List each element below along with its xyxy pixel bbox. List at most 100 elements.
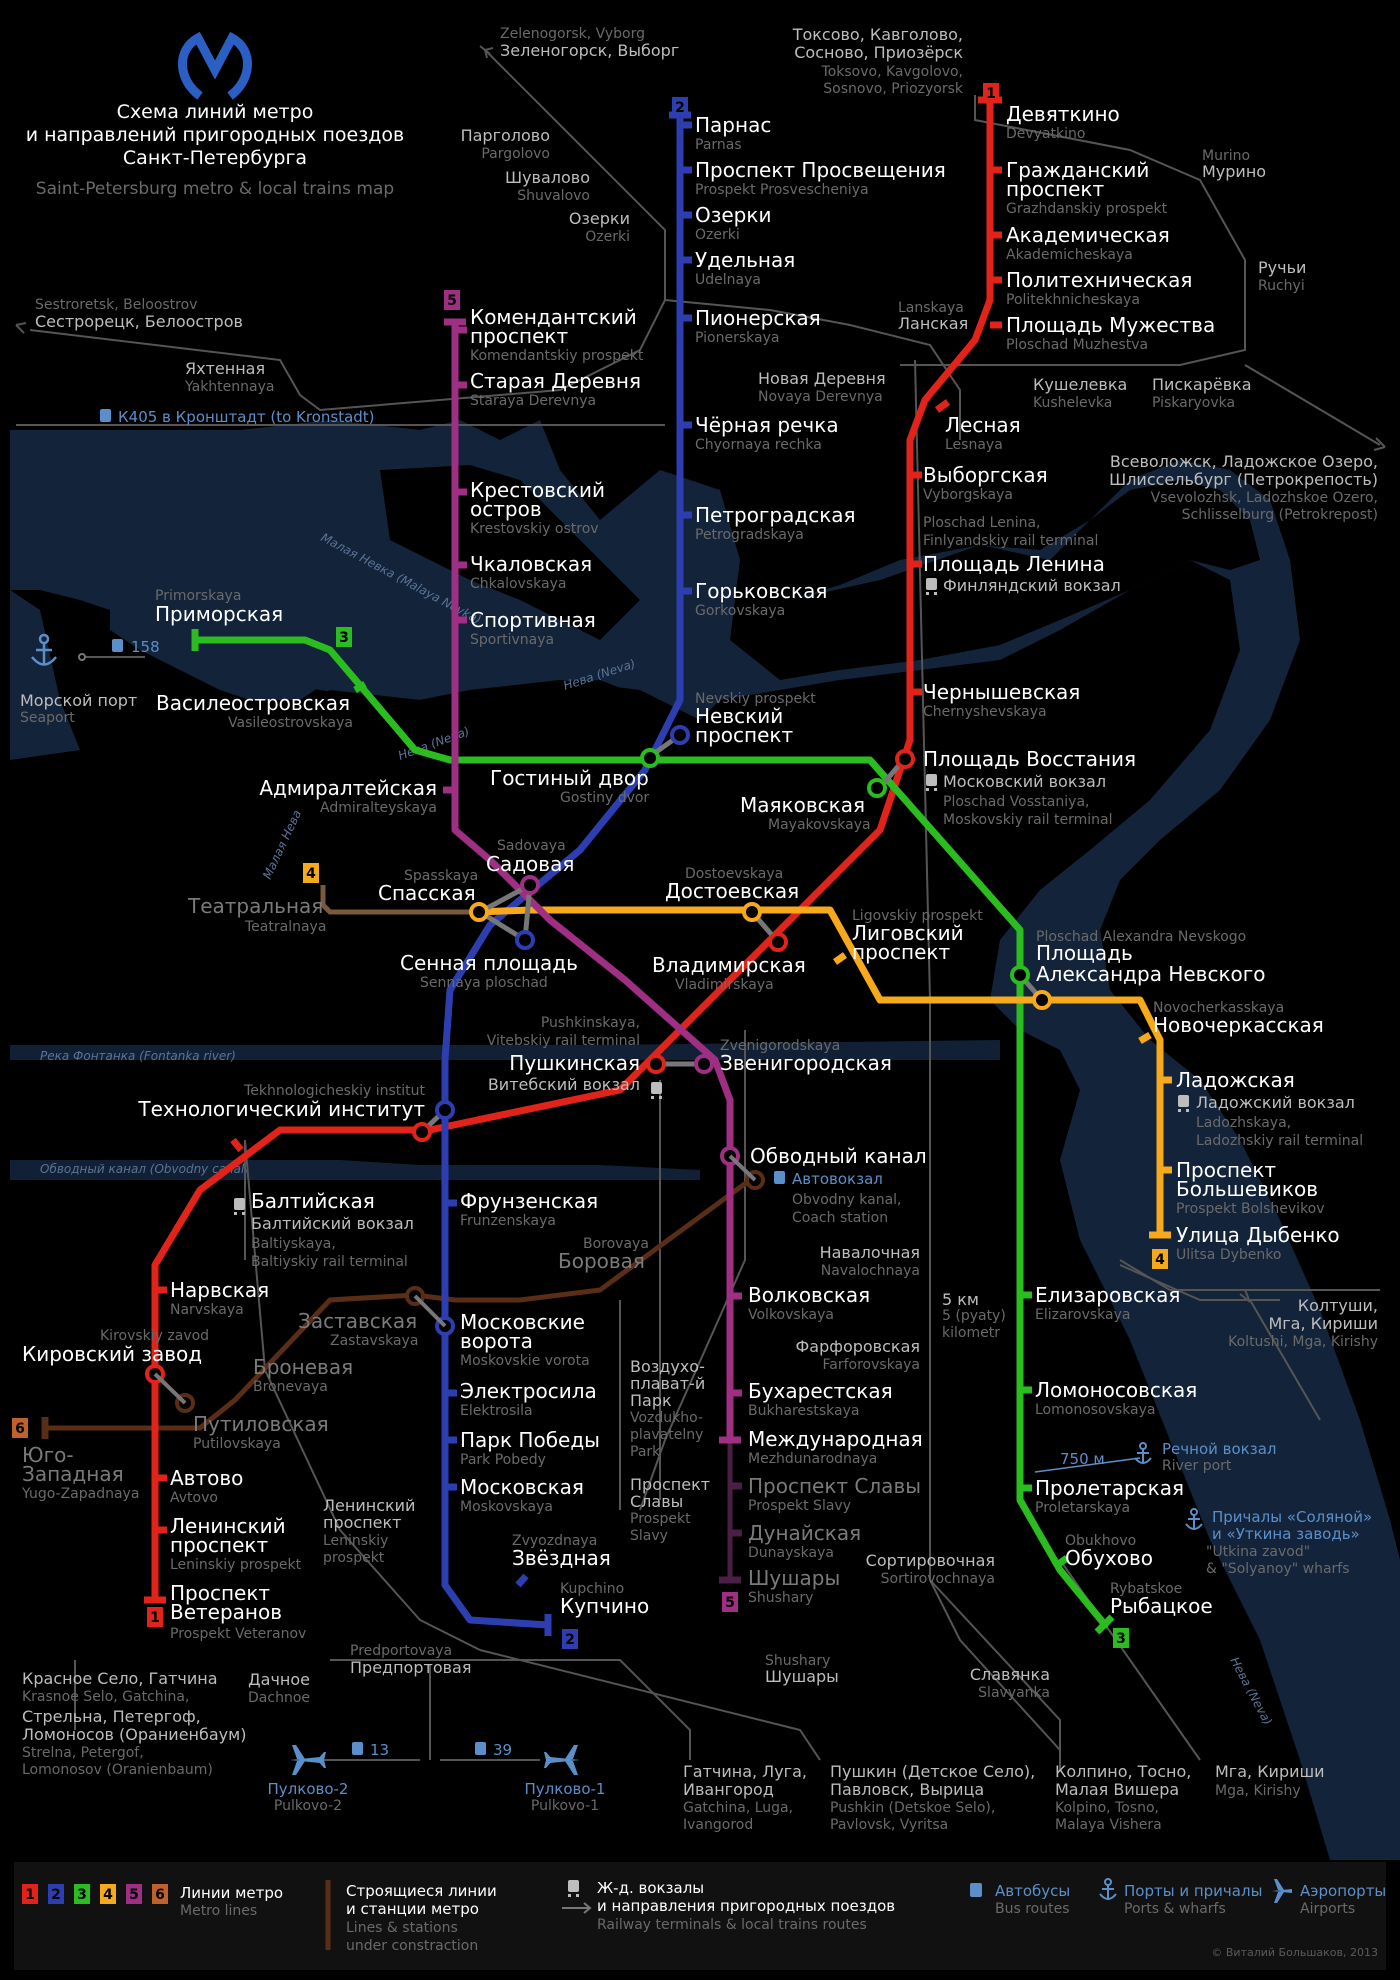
svg-text:Putilovskaya: Putilovskaya xyxy=(193,1436,281,1452)
svg-text:River port: River port xyxy=(1162,1458,1232,1474)
rail-kushelevka: Кушелевка xyxy=(1033,375,1127,394)
svg-text:Lomonosov (Oranienbaum): Lomonosov (Oranienbaum) xyxy=(22,1762,213,1778)
legend: 1 2 3 4 5 6 Линии метро Metro lines Стро… xyxy=(14,1862,1386,1970)
svg-text:Zastavskaya: Zastavskaya xyxy=(330,1333,418,1349)
svg-text:13: 13 xyxy=(370,1741,389,1759)
station-proletarskaya: Пролетарская xyxy=(1035,1476,1184,1500)
svg-text:Admiralteyskaya: Admiralteyskaya xyxy=(320,800,437,816)
svg-text:Farforovskaya: Farforovskaya xyxy=(823,1357,921,1373)
station-vasileostrovskaya: Василеостровская xyxy=(156,691,350,715)
svg-text:Petrogradskaya: Petrogradskaya xyxy=(695,527,804,543)
svg-text:Ladozhskiy rail terminal: Ladozhskiy rail terminal xyxy=(1196,1133,1363,1149)
svg-text:Ladozhskaya,: Ladozhskaya, xyxy=(1196,1115,1291,1131)
station-komendantskiy: Комендантский xyxy=(470,305,637,329)
station-bronevaya: Броневая xyxy=(253,1355,353,1379)
station-parnas: Парнас xyxy=(695,113,771,137)
svg-text:Prospekt Veteranov: Prospekt Veteranov xyxy=(170,1626,306,1642)
svg-text:3: 3 xyxy=(77,1887,87,1903)
station-lenina: Площадь Ленина xyxy=(923,552,1105,576)
svg-text:Павловск, Вырица: Павловск, Вырица xyxy=(830,1780,984,1799)
svg-text:4: 4 xyxy=(306,866,316,882)
station-novocherkasskaya: Новочеркасская xyxy=(1153,1013,1324,1037)
svg-text:Shushary: Shushary xyxy=(765,1653,830,1669)
svg-text:Kirovskiy zavod: Kirovskiy zavod xyxy=(100,1328,209,1344)
svg-text:& "Solyanoy" wharfs: & "Solyanoy" wharfs xyxy=(1206,1561,1350,1577)
station-politekhnicheskaya: Политехническая xyxy=(1006,268,1192,292)
line4-badge-bottom xyxy=(1152,1249,1168,1269)
station-mezhdunarodnaya: Международная xyxy=(748,1427,923,1451)
title-line1: Схема линий метро xyxy=(117,101,314,123)
svg-text:остров: остров xyxy=(470,497,542,521)
svg-text:Александра Невского: Александра Невского xyxy=(1036,962,1266,986)
svg-text:Sportivnaya: Sportivnaya xyxy=(470,632,554,648)
svg-text:Parnas: Parnas xyxy=(695,137,742,153)
svg-text:Moskovskiy rail terminal: Moskovskiy rail terminal xyxy=(943,812,1112,828)
svg-text:Komendantskiy prospekt: Komendantskiy prospekt xyxy=(470,348,644,364)
svg-text:4: 4 xyxy=(1155,1252,1165,1268)
bus-icon xyxy=(970,1883,982,1897)
bus-icon xyxy=(100,409,111,422)
svg-text:750 м: 750 м xyxy=(1060,1450,1105,1468)
svg-text:Ozerki: Ozerki xyxy=(585,229,630,245)
svg-text:Ploschad Vosstaniya,: Ploschad Vosstaniya, xyxy=(943,794,1089,810)
neva-label-2: Нева (Neva) xyxy=(1227,1655,1274,1728)
svg-text:Lines & stations: Lines & stations xyxy=(346,1920,458,1936)
svg-text:2: 2 xyxy=(565,1632,575,1648)
svg-text:Railway terminals & local trai: Railway terminals & local trains routes xyxy=(597,1917,867,1933)
svg-text:158: 158 xyxy=(131,638,160,656)
line6-badge xyxy=(12,1418,28,1438)
line3-labels: Primorskaya Приморская Василеостровская … xyxy=(155,588,1266,1618)
rail-murino: Мурино xyxy=(1202,162,1266,181)
svg-text:и направления пригородных поез: и направления пригородных поездов xyxy=(597,1897,895,1915)
svg-text:Obukhovo: Obukhovo xyxy=(1065,1533,1136,1549)
dest-strelna: Стрельна, Петергоф, xyxy=(22,1707,201,1726)
svg-text:проспект: проспект xyxy=(470,324,568,348)
svg-text:проспект: проспект xyxy=(323,1513,402,1532)
dest-mga: Мга, Кириши xyxy=(1215,1762,1325,1781)
station-krestovskiy: Крестовский xyxy=(470,478,605,502)
svg-text:Finlyandskiy rail terminal: Finlyandskiy rail terminal xyxy=(923,533,1098,549)
svg-text:Slavyanka: Slavyanka xyxy=(978,1685,1050,1701)
station-pionerskaya: Пионерская xyxy=(695,306,821,330)
svg-text:Ploschad Muzhestva: Ploschad Muzhestva xyxy=(1006,337,1148,353)
station-petrogradskaya: Петроградская xyxy=(695,503,856,527)
svg-text:Pavlovsk, Vyritsa: Pavlovsk, Vyritsa xyxy=(830,1817,948,1833)
svg-text:Zvyozdnaya: Zvyozdnaya xyxy=(512,1533,597,1549)
islands xyxy=(10,465,1260,1040)
station-zvyozdnaya: Звёздная xyxy=(512,1546,611,1570)
station-grazhdanskiy: Гражданский xyxy=(1006,158,1149,182)
svg-text:Chkalovskaya: Chkalovskaya xyxy=(470,576,566,592)
svg-text:Lomonosovskaya: Lomonosovskaya xyxy=(1035,1402,1156,1418)
svg-text:Ладожский вокзал: Ладожский вокзал xyxy=(1196,1093,1355,1112)
svg-text:Ruchyi: Ruchyi xyxy=(1258,278,1305,294)
svg-text:Сосново, Приозёрск: Сосново, Приозёрск xyxy=(794,43,963,62)
station-ligovskiy: Лиговский xyxy=(852,921,964,945)
svg-text:Shushary: Shushary xyxy=(748,1590,813,1606)
svg-text:проспект: проспект xyxy=(170,1533,268,1557)
svg-text:Автовокзал: Автовокзал xyxy=(792,1170,883,1188)
rail-sortirovochnaya: Сортировочная xyxy=(866,1551,995,1570)
svg-text:Strelna, Petergof,: Strelna, Petergof, xyxy=(22,1745,144,1761)
svg-text:Sennaya ploschad: Sennaya ploschad xyxy=(420,975,548,991)
svg-text:Malaya Vishera: Malaya Vishera xyxy=(1055,1817,1162,1833)
svg-text:Pionerskaya: Pionerskaya xyxy=(695,330,779,346)
svg-text:Vyborgskaya: Vyborgskaya xyxy=(923,487,1013,503)
svg-text:и «Уткина заводь»: и «Уткина заводь» xyxy=(1212,1525,1360,1543)
svg-text:Vitebskiy rail terminal: Vitebskiy rail terminal xyxy=(487,1033,640,1049)
line3-badge-bottom xyxy=(1113,1628,1129,1648)
svg-text:Baltiyskaya,: Baltiyskaya, xyxy=(251,1236,336,1252)
airplane-icon xyxy=(1272,1879,1292,1903)
station-teatralnaya: Театральная xyxy=(187,894,323,918)
station-prosvescheniya: Проспект Просвещения xyxy=(695,158,946,182)
bus-icon xyxy=(475,1742,486,1755)
station-kupchino: Купчино xyxy=(560,1594,649,1618)
seaport-label: Морской порт xyxy=(20,691,137,710)
svg-text:Tekhnologicheskiy institut: Tekhnologicheskiy institut xyxy=(243,1083,425,1099)
rail-yakhtennaya: Яхтенная xyxy=(185,359,265,378)
svg-text:Leninskiy prospekt: Leninskiy prospekt xyxy=(170,1557,302,1573)
line2-path xyxy=(441,111,684,1629)
svg-text:Pushkinskaya,: Pushkinskaya, xyxy=(541,1015,640,1031)
station-bolshevikov: Проспект xyxy=(1176,1158,1276,1182)
svg-text:Zelenogorsk, Vyborg: Zelenogorsk, Vyborg xyxy=(500,26,645,42)
